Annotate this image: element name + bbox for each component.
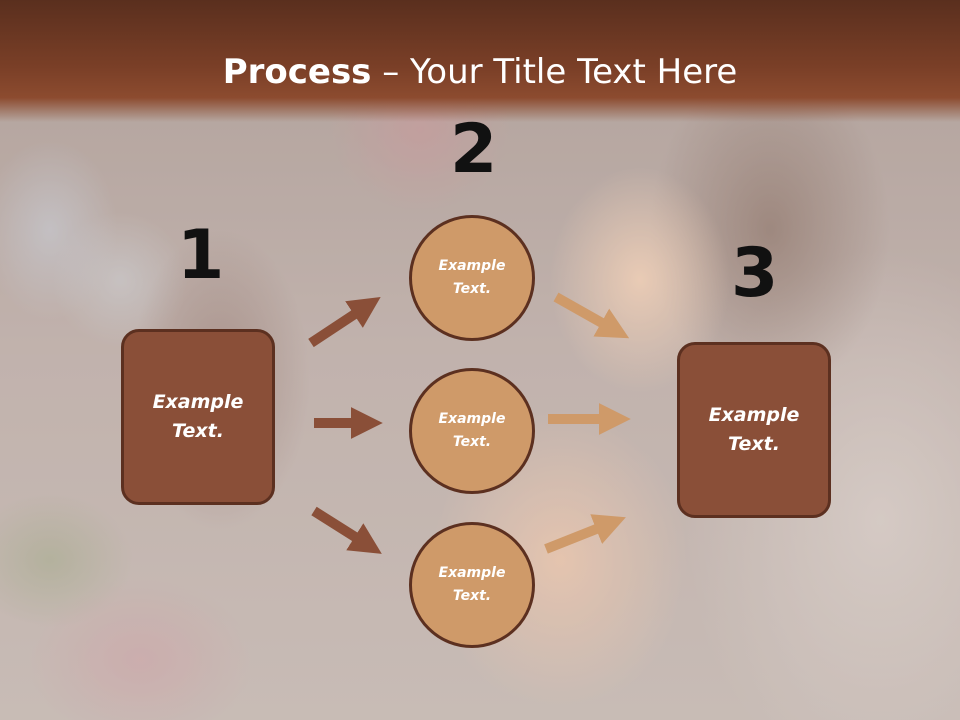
title-bold: Process: [222, 52, 372, 92]
step-number-2: 2: [450, 110, 498, 189]
arrow-bottom-to-right: [544, 514, 626, 554]
step-number-1: 1: [177, 216, 225, 295]
circle-top-line-1: Example: [438, 258, 506, 274]
title-rest: – Your Title Text Here: [371, 52, 738, 92]
arrow-top-to-right: [553, 292, 630, 339]
arrow-left-to-top: [308, 296, 381, 348]
circle-bottom-line-2: Text.: [452, 588, 492, 604]
arrow-left-to-bottom: [311, 506, 382, 554]
circle-middle-line-1: Example: [438, 411, 506, 427]
right-box-line-1: Example: [708, 404, 800, 426]
left-step-box[interactable]: Example Text.: [121, 329, 275, 505]
step-circle-bottom[interactable]: Example Text.: [409, 522, 535, 648]
circle-bottom-line-1: Example: [438, 565, 506, 581]
circle-middle-line-2: Text.: [452, 434, 492, 450]
step-circle-top[interactable]: Example Text.: [409, 215, 535, 341]
title-band: [0, 0, 960, 122]
right-step-box[interactable]: Example Text.: [677, 342, 831, 518]
step-circle-middle[interactable]: Example Text.: [409, 368, 535, 494]
right-box-line-2: Text.: [728, 433, 780, 455]
left-box-line-1: Example: [152, 391, 244, 413]
step-number-3: 3: [731, 234, 779, 313]
slide-title[interactable]: Process – Your Title Text Here: [0, 52, 960, 92]
circle-top-line-2: Text.: [452, 281, 492, 297]
left-box-line-2: Text.: [172, 420, 224, 442]
